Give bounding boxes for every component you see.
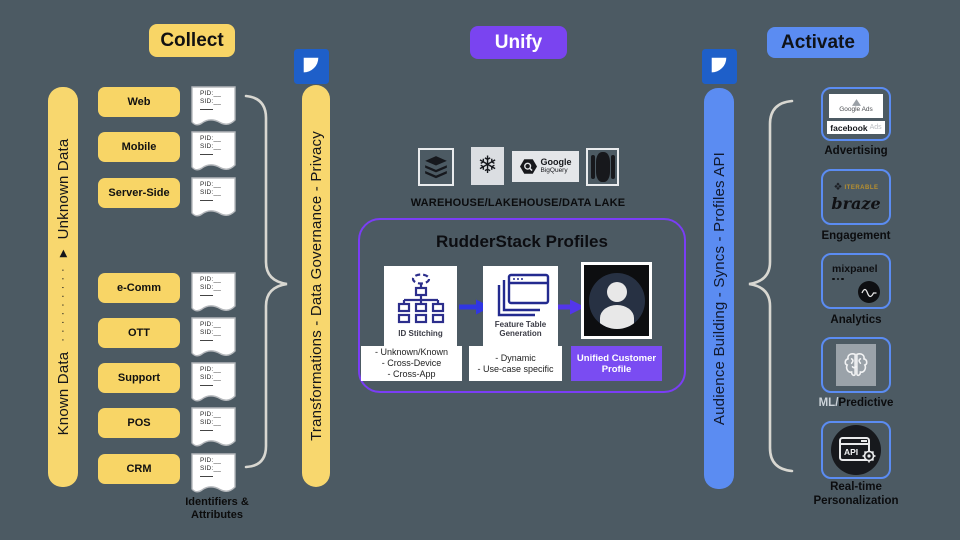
source-server-side: Server-Side (98, 178, 180, 208)
bigquery-hexagon-icon (519, 159, 537, 174)
source-support: Support (98, 363, 180, 393)
left-curly-brace (244, 94, 288, 469)
id-stitching-label: ID Stitching (398, 329, 443, 338)
source-crm: CRM (98, 454, 180, 484)
governance-bar: Transformations - Data Governance - Priv… (302, 85, 330, 487)
analytics-label: Analytics (830, 314, 882, 326)
unknown-data-label: Unknown Data (54, 138, 72, 240)
data-lake-icon (586, 148, 619, 186)
brain-icon (836, 344, 876, 386)
source-mobile: Mobile (98, 132, 180, 162)
data-spectrum-bar: Known Data · · · · · · · · · ▶ Unknown D… (48, 87, 78, 487)
flow-arrow-icon: ▶ (57, 249, 69, 258)
warehouse-label: WAREHOUSE/LAKEHOUSE/DATA LAKE (410, 197, 626, 209)
identifier-doc-web: PID:__SID:__ (191, 86, 236, 129)
ml-predictive-label: ML/Predictive (818, 397, 894, 409)
amplitude-logo (858, 281, 880, 304)
realtime-personalization-label: Real-time Personalization (813, 481, 899, 507)
collect-header: Collect (149, 24, 235, 57)
snowflake-icon: ❄ (471, 147, 504, 185)
realtime-personalization-box: API (821, 421, 891, 479)
api-icon: API (831, 425, 881, 475)
rudderstack-logo-icon (294, 49, 329, 84)
identifiers-attributes-label: Identifiers & Attributes (185, 496, 249, 521)
identifier-doc-ott: PID:__SID:__ (191, 317, 236, 360)
advertising-box: Google Ads facebook Ads (821, 87, 891, 141)
google-ads-triangle-icon (851, 99, 861, 106)
svg-text:API: API (844, 447, 858, 457)
ml-predictive-box (821, 337, 891, 393)
id-stitching-icon (397, 273, 444, 324)
engagement-box: ❖ ITERABLE braze (821, 169, 891, 225)
dotted-flow-line: · · · · · · · · · (57, 267, 69, 342)
identifier-doc-crm: PID:__SID:__ (191, 453, 236, 496)
identifier-doc-pos: PID:__SID:__ (191, 407, 236, 450)
iterable-logo: ❖ ITERABLE (833, 181, 879, 193)
id-stitching-notes: - Unknown/Known - Cross-Device - Cross-A… (361, 346, 462, 381)
braze-logo: braze (831, 193, 881, 213)
advertising-label: Advertising (824, 145, 888, 157)
mixpanel-logo: mixpanel (832, 259, 878, 281)
google-bigquery-logo: Google BigQuery (512, 151, 579, 182)
source-ecomm: e-Comm (98, 273, 180, 303)
iterable-diamond-icon: ❖ (833, 181, 843, 193)
known-data-label: Known Data (54, 351, 72, 436)
feature-table-icon (497, 273, 549, 317)
unified-profile-avatar (581, 262, 652, 339)
right-curly-brace (748, 99, 794, 473)
analytics-box: mixpanel (821, 253, 891, 309)
identifier-doc-mobile: PID:__SID:__ (191, 131, 236, 174)
identifier-doc-ecomm: PID:__SID:__ (191, 272, 236, 315)
feature-table-card: Feature Table Generation (483, 266, 558, 347)
id-stitching-card: ID Stitching (384, 266, 457, 347)
unified-customer-profile-chip: Unified Customer Profile (571, 346, 662, 381)
source-pos: POS (98, 408, 180, 438)
facebook-ads-logo: facebook Ads (827, 121, 885, 134)
identifier-doc-server: PID:__SID:__ (191, 177, 236, 220)
activation-bar: Audience Building - Syncs - Profiles API (704, 88, 734, 489)
feature-table-notes: - Dynamic - Use-case specific (469, 346, 562, 381)
source-ott: OTT (98, 318, 180, 348)
databricks-icon (418, 148, 454, 186)
rudderstack-profiles-container (358, 218, 686, 393)
unify-header: Unify (470, 26, 567, 59)
activate-header: Activate (767, 27, 869, 58)
engagement-label: Engagement (821, 230, 891, 242)
google-ads-logo: Google Ads (829, 94, 883, 118)
rudderstack-profiles-title: RudderStack Profiles (436, 232, 608, 251)
identifier-doc-support: PID:__SID:__ (191, 362, 236, 405)
rudderstack-logo-icon (702, 49, 737, 84)
source-web: Web (98, 87, 180, 117)
